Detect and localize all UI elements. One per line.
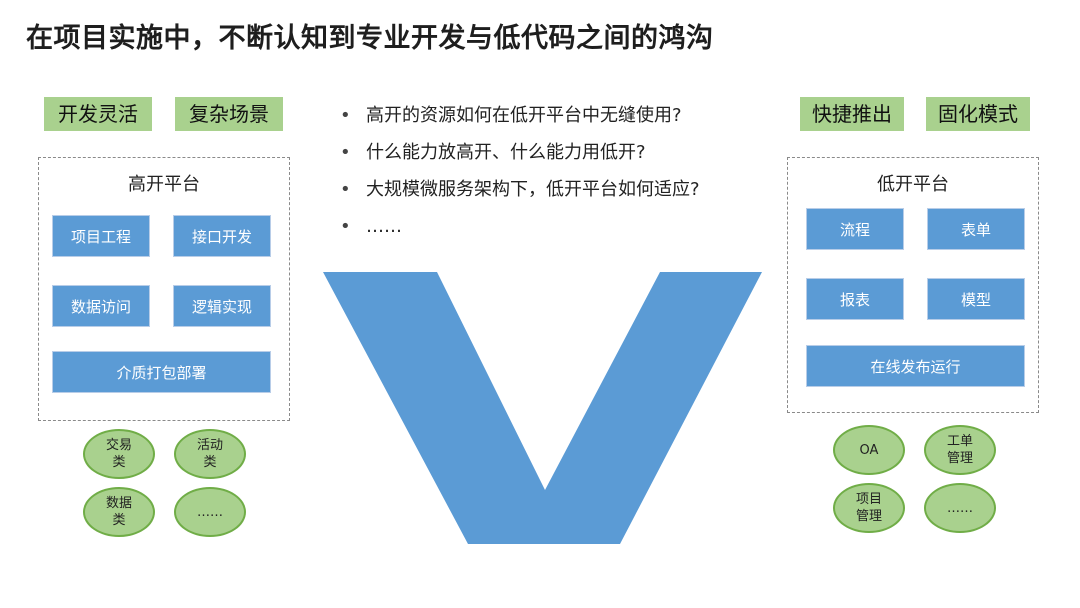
high-code-platform-panel: 高开平台 项目工程 接口开发 数据访问 逻辑实现 介质打包部署 xyxy=(38,157,290,421)
bullet-dot: • xyxy=(340,216,351,237)
box-form: 表单 xyxy=(927,208,1025,250)
box-logic-impl: 逻辑实现 xyxy=(173,285,271,327)
question-text: 什么能力放高开、什么能力用低开? xyxy=(366,142,646,163)
circle-oa: OA xyxy=(833,425,905,475)
high-code-platform-title: 高开平台 xyxy=(128,174,200,195)
tag-complex-scenario: 复杂场景 xyxy=(175,97,283,131)
circle-project-mgmt: 项目 管理 xyxy=(833,483,905,533)
v-shape-polygon xyxy=(323,272,762,544)
question-list: • 高开的资源如何在低开平台中无缝使用? • 什么能力放高开、什么能力用低开? • 大… xyxy=(338,98,700,246)
box-workflow: 流程 xyxy=(806,208,904,250)
box-project-engineering: 项目工程 xyxy=(52,215,150,257)
question-item: • 大规模微服务架构下，低开平台如何适应? xyxy=(338,172,700,209)
circle-more-right: …… xyxy=(924,483,996,533)
question-item: • 什么能力放高开、什么能力用低开? xyxy=(338,135,700,172)
question-text: …… xyxy=(366,216,402,237)
question-text: 高开的资源如何在低开平台中无缝使用? xyxy=(366,105,682,126)
question-text: 大规模微服务架构下，低开平台如何适应? xyxy=(366,179,700,200)
box-data-access: 数据访问 xyxy=(52,285,150,327)
bullet-dot: • xyxy=(340,142,351,163)
tag-flexible-dev: 开发灵活 xyxy=(44,97,152,131)
low-code-platform-panel: 低开平台 流程 表单 报表 模型 在线发布运行 xyxy=(787,157,1039,413)
box-model: 模型 xyxy=(927,278,1025,320)
box-online-publish: 在线发布运行 xyxy=(806,345,1025,387)
circle-more-left: …… xyxy=(174,487,246,537)
question-item: • 高开的资源如何在低开平台中无缝使用? xyxy=(338,98,700,135)
tag-quick-launch: 快捷推出 xyxy=(800,97,904,131)
low-code-platform-title: 低开平台 xyxy=(877,174,949,195)
circle-data: 数据 类 xyxy=(83,487,155,537)
circle-transaction: 交易 类 xyxy=(83,429,155,479)
bullet-dot: • xyxy=(340,179,351,200)
box-interface-dev: 接口开发 xyxy=(173,215,271,257)
question-item: • …… xyxy=(338,209,700,246)
box-report: 报表 xyxy=(806,278,904,320)
tag-fixed-pattern: 固化模式 xyxy=(926,97,1030,131)
page-title: 在项目实施中，不断认知到专业开发与低代码之间的鸿沟 xyxy=(26,23,714,54)
circle-activity: 活动 类 xyxy=(174,429,246,479)
circle-ticket-mgmt: 工单 管理 xyxy=(924,425,996,475)
box-package-deploy: 介质打包部署 xyxy=(52,351,271,393)
bullet-dot: • xyxy=(340,105,351,126)
